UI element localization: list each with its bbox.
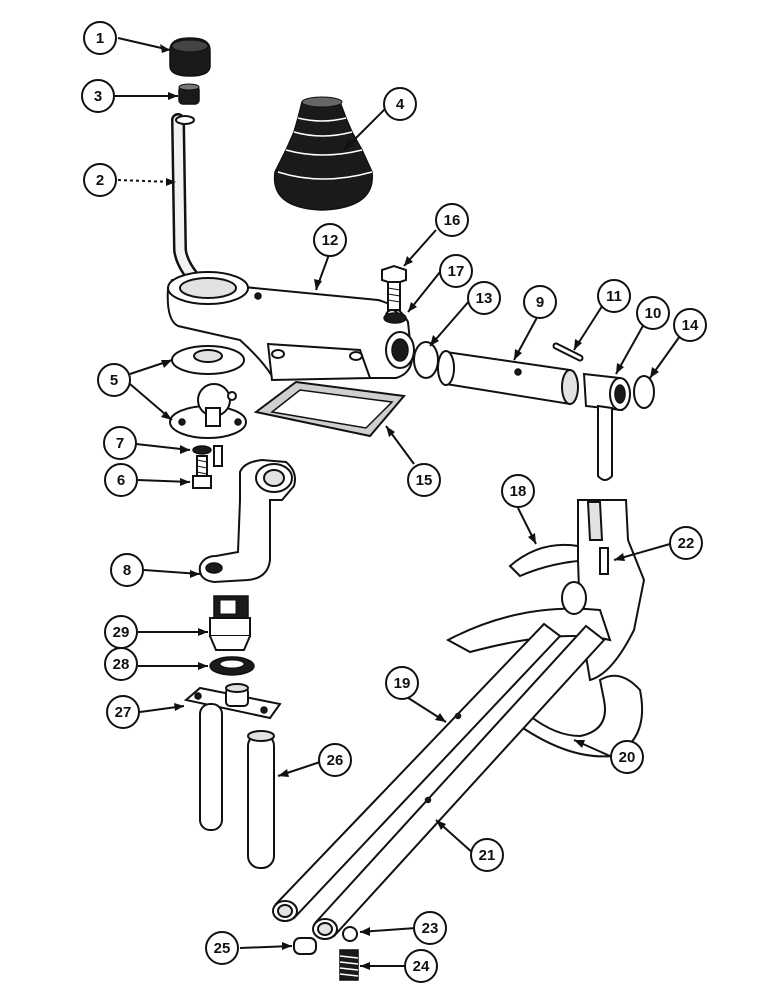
rubber-boot (273, 96, 373, 211)
callout-2: 2 (83, 163, 117, 197)
svg-text:15: 15 (416, 472, 433, 489)
svg-text:14: 14 (682, 317, 699, 334)
callout-24: 24 (404, 949, 438, 983)
svg-text:25: 25 (214, 940, 231, 957)
gear-knob (169, 37, 211, 77)
svg-text:9: 9 (536, 294, 544, 311)
interlock-plug (293, 937, 317, 955)
callout-25: 25 (205, 931, 239, 965)
callout-29: 29 (104, 615, 138, 649)
callout-1: 1 (83, 21, 117, 55)
selector-rail-21 (312, 624, 606, 940)
svg-text:20: 20 (619, 749, 636, 766)
svg-text:19: 19 (394, 675, 411, 692)
o-ring (413, 341, 439, 379)
svg-text:12: 12 (322, 232, 339, 249)
callout-5: 5 (97, 363, 131, 397)
circlip (633, 375, 655, 409)
callout-12: 12 (313, 223, 347, 257)
callout-10: 10 (636, 296, 670, 330)
selector-finger (582, 372, 631, 481)
svg-text:27: 27 (115, 704, 132, 721)
callout-28: 28 (104, 647, 138, 681)
callout-18: 18 (501, 474, 535, 508)
svg-text:28: 28 (113, 656, 130, 673)
svg-text:10: 10 (645, 305, 662, 322)
callout-13: 13 (467, 281, 501, 315)
callout-8: 8 (110, 553, 144, 587)
svg-text:7: 7 (116, 435, 124, 452)
callout-3: 3 (81, 79, 115, 113)
callout-19: 19 (385, 666, 419, 700)
callout-15: 15 (407, 463, 441, 497)
lever-arm (198, 458, 296, 584)
svg-text:2: 2 (96, 172, 104, 189)
callout-14: 14 (673, 308, 707, 342)
svg-text:6: 6 (117, 472, 125, 489)
svg-text:4: 4 (396, 96, 405, 113)
detent-ball (342, 926, 358, 942)
leader-lines (115, 37, 681, 970)
svg-text:21: 21 (479, 847, 496, 864)
callout-21: 21 (470, 838, 504, 872)
svg-text:8: 8 (123, 562, 131, 579)
svg-text:17: 17 (448, 263, 465, 280)
svg-text:1: 1 (96, 30, 104, 47)
selector-forks (445, 499, 646, 758)
svg-text:13: 13 (476, 290, 493, 307)
callout-16: 16 (435, 203, 469, 237)
svg-text:29: 29 (113, 624, 130, 641)
svg-text:18: 18 (510, 483, 527, 500)
callout-7: 7 (103, 426, 137, 460)
callout-9: 9 (523, 285, 557, 319)
locking-plate (183, 683, 282, 831)
callout-17: 17 (439, 254, 473, 288)
interlock-pin (247, 730, 275, 869)
callout-11: 11 (597, 279, 631, 313)
callout-27: 27 (106, 695, 140, 729)
callout-26: 26 (318, 743, 352, 777)
svg-text:22: 22 (678, 535, 695, 552)
housing-bolt (381, 264, 407, 324)
svg-text:11: 11 (606, 288, 622, 305)
callout-23: 23 (413, 911, 447, 945)
selector-rail-19 (272, 622, 562, 922)
detent-spring (339, 949, 359, 981)
ball-socket-plates (169, 345, 247, 439)
svg-text:24: 24 (413, 958, 430, 975)
callout-4: 4 (383, 87, 417, 121)
callout-20: 20 (610, 740, 644, 774)
svg-text:5: 5 (110, 372, 118, 389)
callout-6: 6 (104, 463, 138, 497)
selector-tube (437, 350, 579, 406)
svg-text:3: 3 (94, 88, 102, 105)
knob-collar (178, 83, 200, 105)
seal-ring (209, 656, 255, 676)
neutral-switch (209, 595, 251, 651)
callout-22: 22 (669, 526, 703, 560)
svg-text:16: 16 (444, 212, 461, 229)
lever-housing (166, 271, 415, 382)
svg-text:26: 26 (327, 752, 344, 769)
svg-text:23: 23 (422, 920, 439, 937)
gasket (253, 380, 406, 438)
roll-pin (552, 342, 584, 362)
washer-and-bolt (192, 445, 223, 489)
